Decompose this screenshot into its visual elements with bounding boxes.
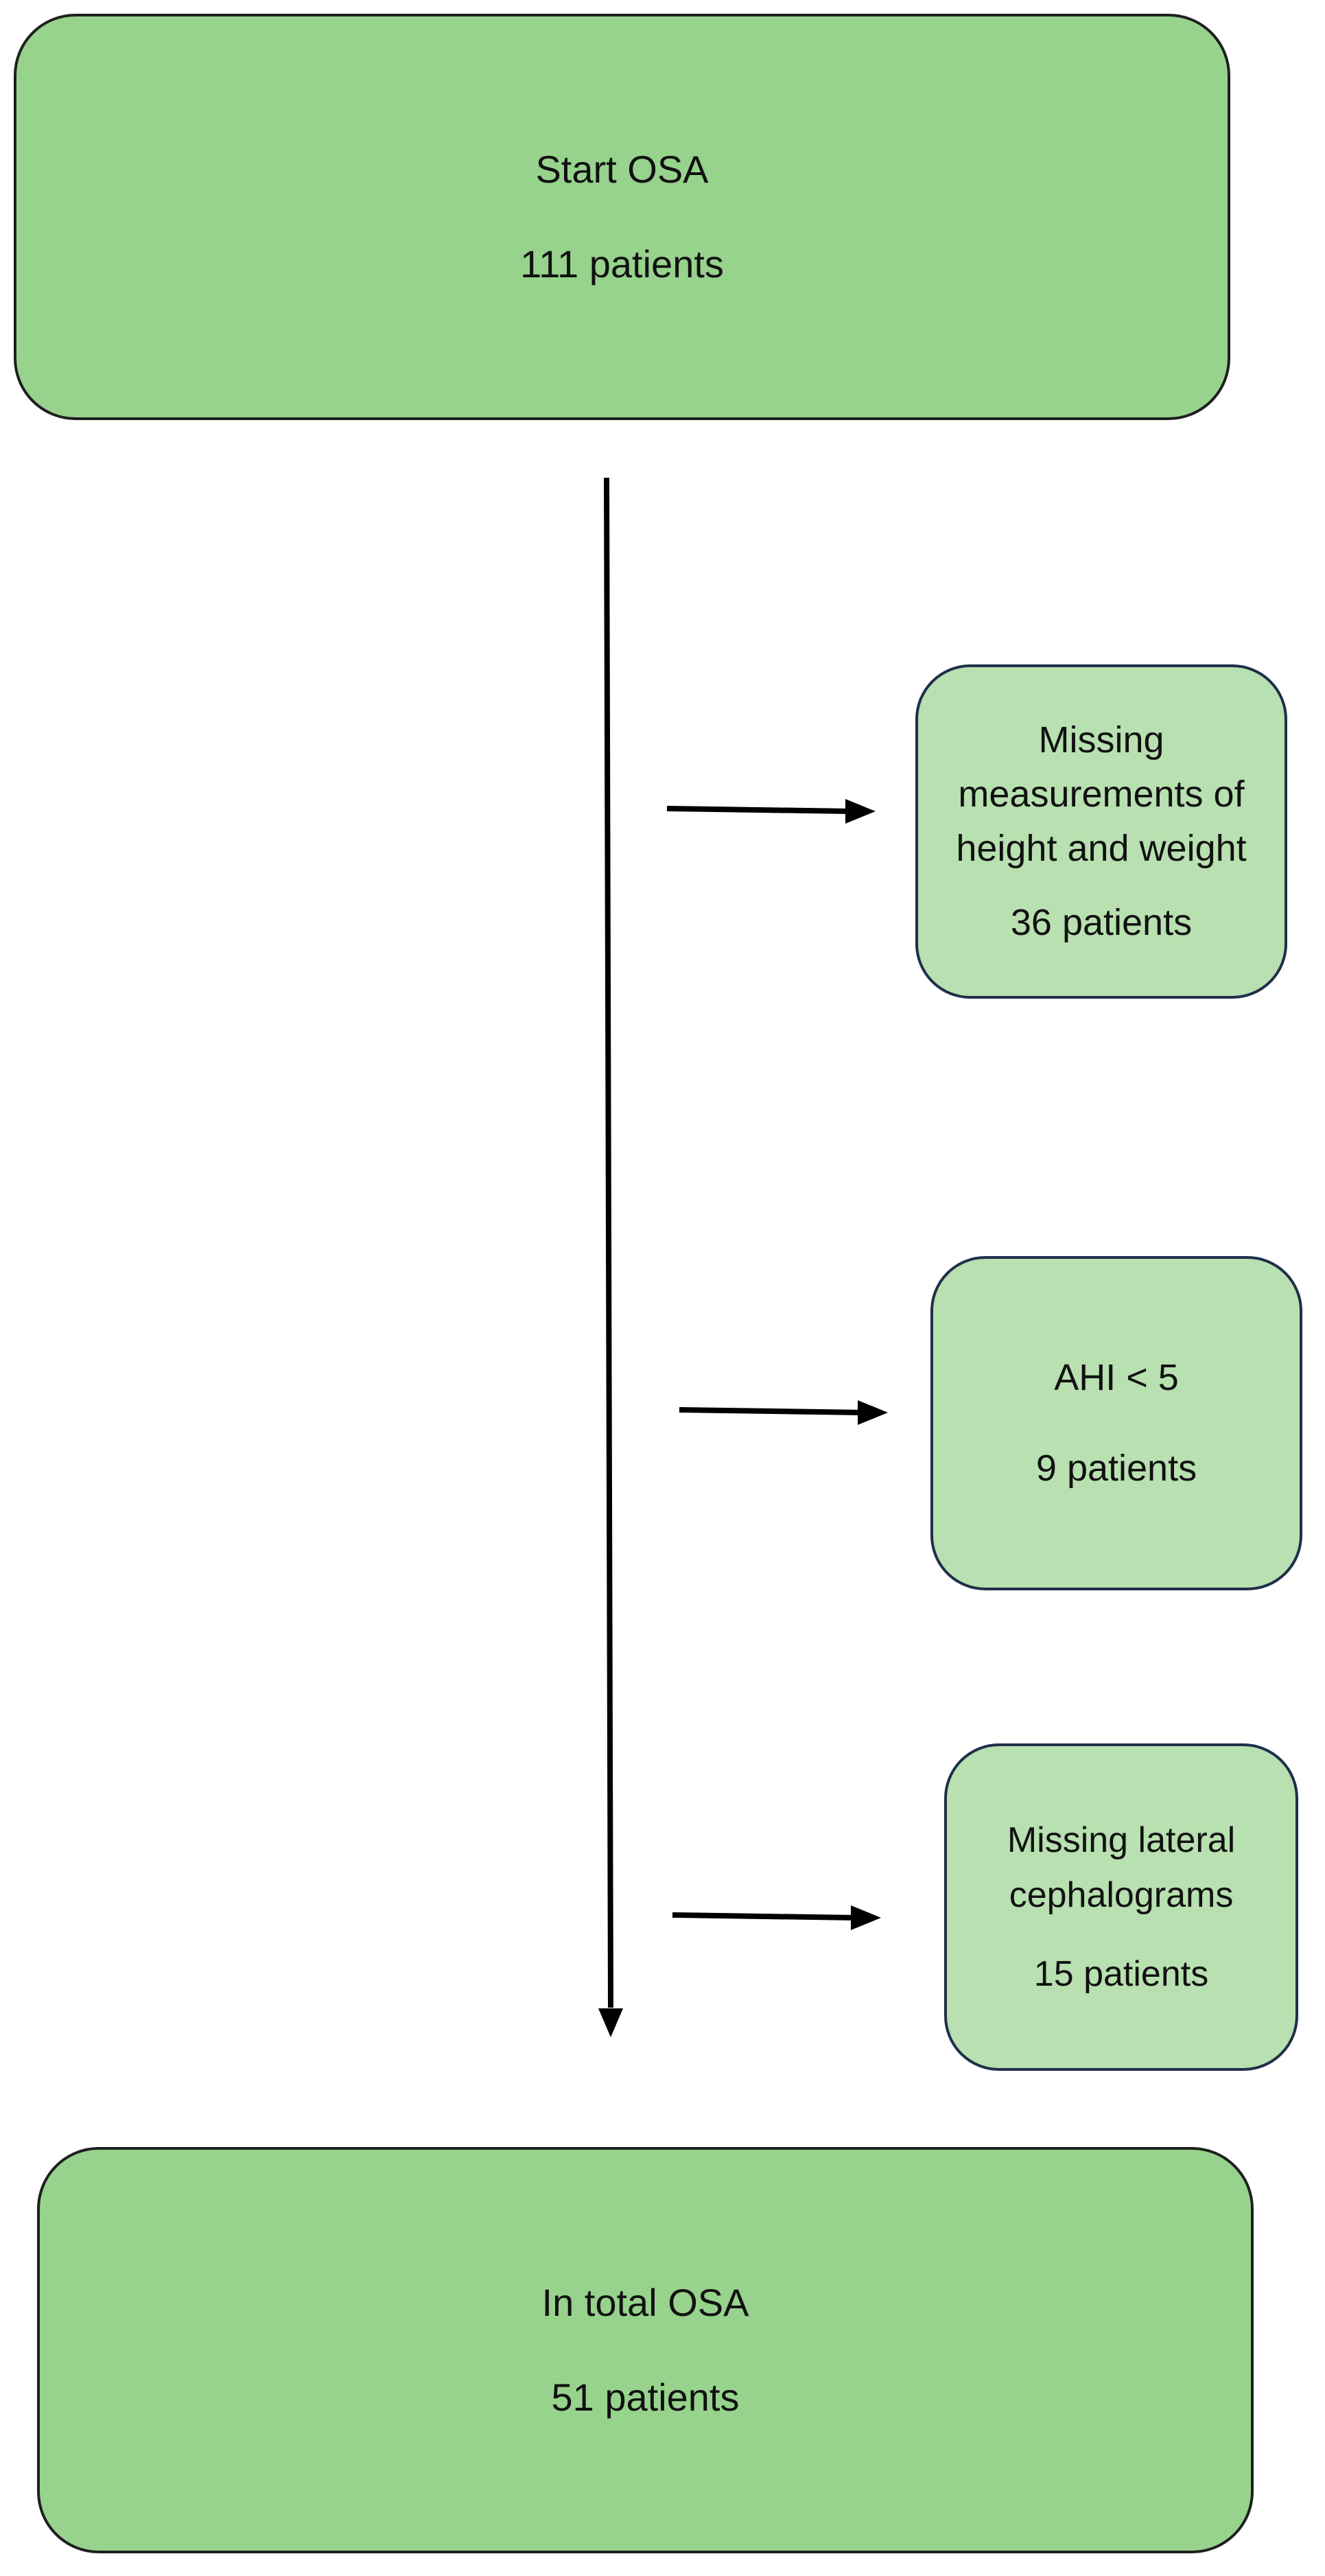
exclusion-3-count: 15 patients <box>1033 1953 1209 1994</box>
exclusion-1-line-2: measurements of <box>958 773 1245 815</box>
exclusion-box-missing-cephalograms: Missing lateral cephalograms 15 patients <box>944 1743 1298 2071</box>
exclusion-1-line-1: Missing <box>1038 719 1164 761</box>
exclusion-1-count: 36 patients <box>1010 902 1193 944</box>
exclusion-2-count: 9 patients <box>1035 1447 1197 1489</box>
total-count: 51 patients <box>551 2376 740 2419</box>
total-osa-box: In total OSA 51 patients <box>37 2147 1254 2553</box>
exclusion-arrow-2 <box>679 1400 888 1425</box>
exclusion-3-line-1: Missing lateral <box>1007 1820 1236 1860</box>
start-title: Start OSA <box>535 147 709 191</box>
exclusion-box-missing-measurements: Missing measurements of height and weigh… <box>915 664 1287 999</box>
exclusion-box-ahi: AHI < 5 9 patients <box>930 1256 1302 1590</box>
start-count: 111 patients <box>520 242 724 286</box>
exclusion-2-line-1: AHI < 5 <box>1054 1356 1179 1398</box>
exclusion-3-line-2: cephalograms <box>1009 1875 1234 1916</box>
exclusion-arrow-3 <box>672 1905 881 1930</box>
exclusion-1-line-3: height and weight <box>956 827 1247 869</box>
exclusion-arrow-1 <box>666 799 876 824</box>
start-osa-box: Start OSA 111 patients <box>14 14 1230 420</box>
main-flow-arrow <box>598 477 623 2037</box>
total-title: In total OSA <box>541 2280 749 2324</box>
